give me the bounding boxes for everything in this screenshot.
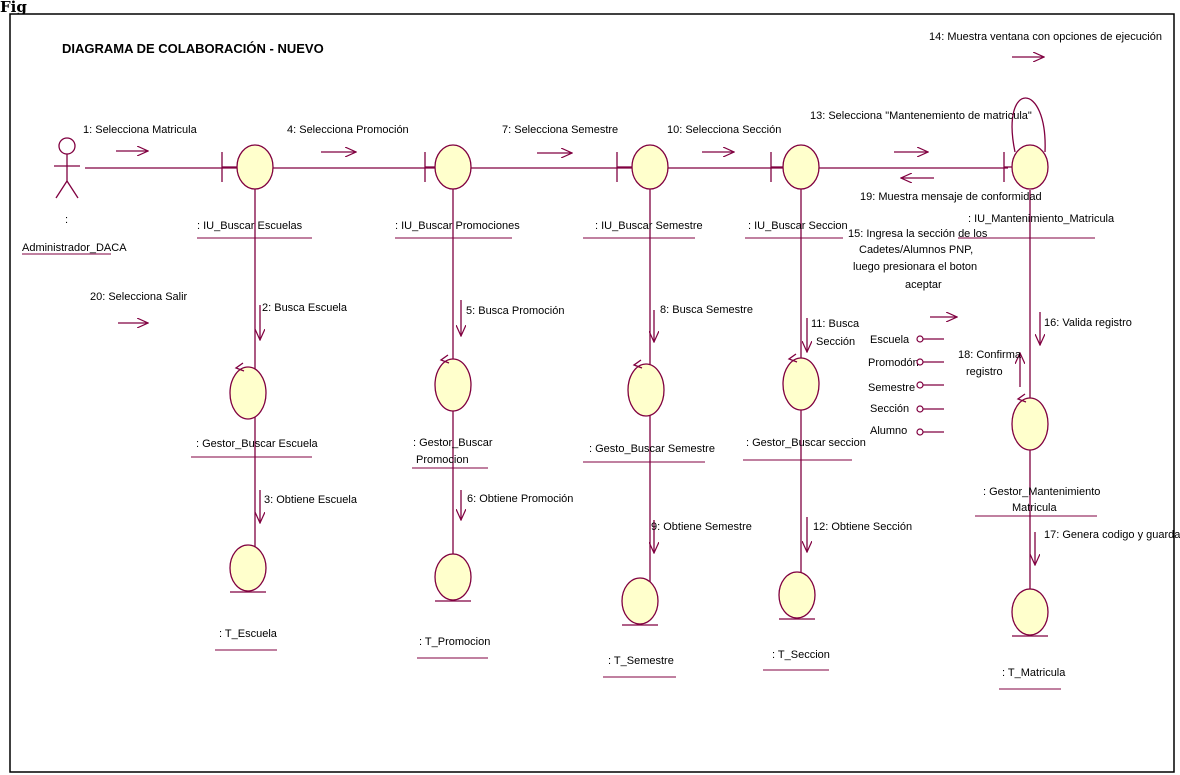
- boundary-iu-promociones: : IU_Buscar Promociones: [395, 144, 520, 239]
- message-13: 13: Selecciona "Mantenemiento de matricu…: [810, 110, 1032, 122]
- message-17: 17: Genera codigo y guarda: [1044, 529, 1180, 541]
- message-10: 10: Selecciona Sección: [667, 124, 781, 136]
- entity-t-semestre: : T_Semestre: [603, 577, 676, 678]
- object-label-iu-mantenimiento: : IU_Mantenimiento_Matricula: [968, 213, 1115, 225]
- message-5: 5: Busca Promoción: [466, 305, 564, 317]
- message-6: 6: Obtiene Promoción: [467, 493, 573, 505]
- param-seccion: Sección: [870, 403, 909, 415]
- object-label-gestor-promocion-1: : Gestor_Buscar: [413, 437, 493, 449]
- control-gestor-mantenimiento: : Gestor_Mantenimiento Matricula: [975, 393, 1100, 517]
- message-15-line-4: aceptar: [905, 279, 942, 291]
- param-seccion-icon: [916, 405, 924, 413]
- object-label-iu-semestre: : IU_Buscar Semestre: [595, 220, 703, 232]
- object-label-gestor-promocion-2: Promocion: [416, 454, 469, 466]
- object-label-iu-promociones: : IU_Buscar Promociones: [395, 220, 520, 232]
- control-gestor-semestre: : Gesto_Buscar Semestre: [583, 359, 715, 463]
- boundary-iu-escuelas: : IU_Buscar Escuelas: [197, 144, 312, 239]
- param-promocion: Promodón: [868, 357, 919, 369]
- actor-label: Administrador_DACA: [22, 242, 127, 254]
- object-label-t-seccion: : T_Seccion: [772, 649, 830, 661]
- message-15-line-3: luego presionara el boton: [853, 261, 977, 273]
- diagram-title: DIAGRAMA DE COLABORACIÓN - NUEVO: [62, 41, 324, 56]
- message-18-line-2: registro: [966, 366, 1003, 378]
- param-escuela: Escuela: [870, 334, 910, 346]
- message-11-line-2: Sección: [816, 336, 855, 348]
- message-7: 7: Selecciona Semestre: [502, 124, 618, 136]
- object-label-gestor-mantenimiento-1: : Gestor_Mantenimiento: [983, 486, 1100, 498]
- object-label-gestor-semestre: : Gesto_Buscar Semestre: [589, 443, 715, 455]
- object-label-iu-seccion: : IU_Buscar Seccion: [748, 220, 848, 232]
- object-label-gestor-escuela: : Gestor_Buscar Escuela: [196, 438, 319, 450]
- object-label-t-promocion: : T_Promocion: [419, 636, 490, 648]
- message-labels: 1: Selecciona Matricula 4: Selecciona Pr…: [83, 31, 1180, 541]
- message-20: 20: Selecciona Salir: [90, 291, 188, 303]
- message-8: 8: Busca Semestre: [660, 304, 753, 316]
- message-15-line-1: 15: Ingresa la sección de los: [848, 228, 988, 240]
- actor-head: [58, 137, 76, 155]
- object-label-gestor-seccion: : Gestor_Buscar seccion: [746, 437, 866, 449]
- entity-t-promocion: : T_Promocion: [417, 553, 490, 659]
- boundary-iu-seccion: : IU_Buscar Seccion: [745, 144, 848, 239]
- param-escuela-icon: [916, 335, 924, 343]
- message-15-line-2: Cadetes/Alumnos PNP,: [859, 244, 973, 256]
- control-gestor-escuela: : Gestor_Buscar Escuela: [191, 362, 319, 458]
- message-1: 1: Selecciona Matricula: [83, 124, 198, 136]
- object-label-t-matricula: : T_Matricula: [1002, 667, 1066, 679]
- param-promocion-icon: [916, 358, 924, 366]
- message-16: 16: Valida registro: [1044, 317, 1132, 329]
- param-semestre-icon: [916, 381, 924, 389]
- message-18-line-1: 18: Confirma: [958, 349, 1022, 361]
- parameters: Escuela Promodón Semestre Sección Alumno: [868, 334, 944, 437]
- message-14: 14: Muestra ventana con opciones de ejec…: [929, 31, 1162, 43]
- actor-colon: :: [65, 214, 68, 226]
- object-label-t-escuela: : T_Escuela: [219, 628, 278, 640]
- figure-caption: Fig: [0, 0, 27, 16]
- boundary-iu-mantenimiento: : IU_Mantenimiento_Matricula: [958, 144, 1115, 239]
- object-label-t-semestre: : T_Semestre: [608, 655, 674, 667]
- entity-t-escuela: : T_Escuela: [215, 544, 278, 651]
- message-12: 12: Obtiene Sección: [813, 521, 912, 533]
- control-gestor-seccion: : Gestor_Buscar seccion: [743, 353, 866, 461]
- boundary-iu-semestre: : IU_Buscar Semestre: [583, 144, 703, 239]
- param-alumno: Alumno: [870, 425, 907, 437]
- message-arrows: [116, 57, 1044, 565]
- message-19: 19: Muestra mensaje de conformidad: [860, 191, 1042, 203]
- entity-t-matricula: : T_Matricula: [999, 588, 1066, 690]
- object-label-iu-escuelas: : IU_Buscar Escuelas: [197, 220, 303, 232]
- message-9: 9: Obtiene Semestre: [651, 521, 752, 533]
- message-11-line-1: 11: Busca: [811, 318, 860, 330]
- message-2: 2: Busca Escuela: [262, 302, 348, 314]
- message-3: 3: Obtiene Escuela: [264, 494, 358, 506]
- message-4: 4: Selecciona Promoción: [287, 124, 409, 136]
- control-gestor-promocion: : Gestor_Buscar Promocion: [412, 354, 493, 469]
- object-label-gestor-mantenimiento-2: Matricula: [1012, 502, 1058, 514]
- diagram-frame: [9, 13, 1175, 773]
- actor-administrador-daca: : Administrador_DACA: [22, 137, 127, 255]
- param-semestre: Semestre: [868, 382, 915, 394]
- entity-t-seccion: : T_Seccion: [763, 571, 830, 671]
- param-alumno-icon: [916, 428, 924, 436]
